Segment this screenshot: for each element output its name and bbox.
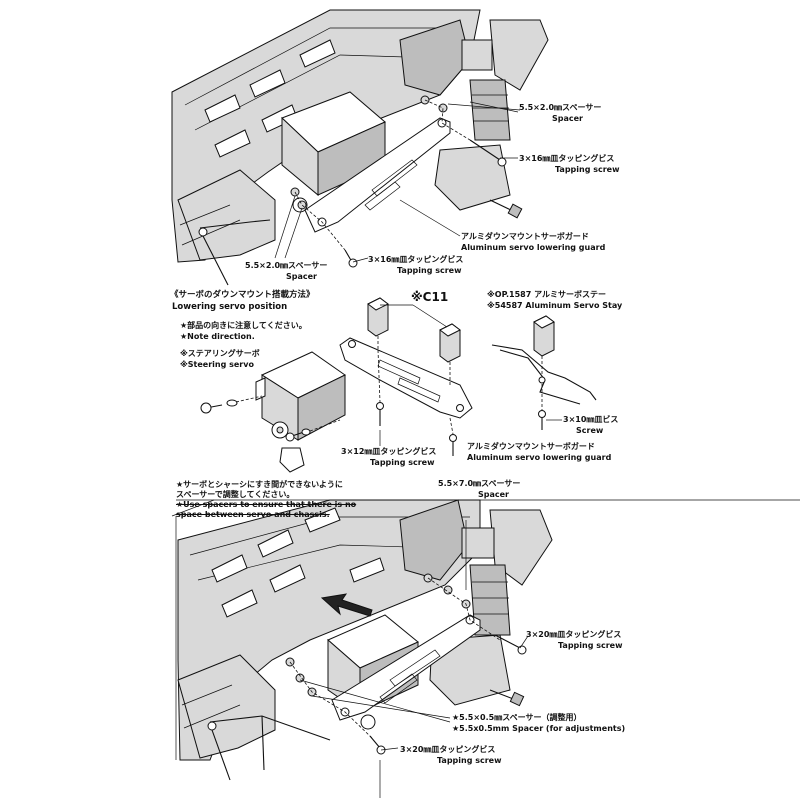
- top-screw-bottom-en: Tapping screw: [397, 266, 462, 275]
- mid-screw10-jp: 3×10㎜皿ビス: [563, 415, 619, 424]
- mid-screw-12-left: [376, 402, 384, 426]
- bottom-screw20-bottom-en: Tapping screw: [437, 756, 502, 765]
- bottom-spacer05-en: ★5.5x0.5mm Spacer (for adjustments): [452, 724, 626, 733]
- mid-screw12-en: Tapping screw: [370, 458, 435, 467]
- top-guard-en: Aluminum servo lowering guard: [461, 243, 606, 252]
- mid-screw12-jp: 3×12㎜皿タッピングビス: [341, 447, 437, 456]
- bottom-chassis-illustration: [171, 499, 800, 798]
- top-spacer-right-jp: 5.5×2.0㎜スペーサー: [519, 103, 602, 112]
- middle-exploded-view: [200, 297, 597, 473]
- top-guard-jp: アルミダウンマウントサーボガード: [461, 232, 589, 241]
- note-direction-en: ★Note direction.: [180, 332, 255, 341]
- bottom-screw-bottom: [369, 735, 386, 755]
- note-direction-jp: ★部品の向きに注意してください。: [180, 321, 307, 330]
- bottom-screw20-bottom-jp: 3×20㎜皿タッピングビス: [400, 745, 496, 754]
- bottom-screw20-right-jp: 3×20㎜皿タッピングビス: [526, 630, 622, 639]
- mid-guard-en: Aluminum servo lowering guard: [467, 453, 612, 462]
- caution-en-1: ★Use spacers to ensure that there is no: [176, 500, 357, 509]
- top-spacer-right-en: Spacer: [552, 114, 583, 123]
- top-spacer-left-en: Spacer: [286, 272, 317, 281]
- top-screw-right-en: Tapping screw: [555, 165, 620, 174]
- middle-title-en: Lowering servo position: [172, 302, 288, 312]
- bottom-spacer05-jp: ★5.5×0.5㎜スペーサー（調整用）: [452, 713, 582, 722]
- bottom-screw20-right-en: Tapping screw: [558, 641, 623, 650]
- steering-servo-en: ※Steering servo: [180, 360, 254, 369]
- top-screw-bottom-jp: 3×16㎜皿タッピングビス: [368, 255, 464, 264]
- top-screw-right-jp: 3×16㎜皿タッピングビス: [519, 154, 615, 163]
- steering-servo-jp: ※ステアリングサーボ: [180, 349, 260, 358]
- caution-jp-1: ★サーボとシャーシにすき間ができないように: [176, 480, 343, 489]
- top-spacer-left-jp: 5.5×2.0㎜スペーサー: [245, 261, 328, 270]
- caution-jp-2: スペーサーで調整してください。: [176, 490, 295, 499]
- part-code-c11: ※C11: [411, 290, 449, 304]
- mid-guard-jp: アルミダウンマウントサーボガード: [467, 442, 595, 451]
- bottom-spacer7-en: Spacer: [478, 490, 509, 499]
- mid-screw10-en: Screw: [576, 426, 604, 435]
- caution-en-2: space between servo and chassis.: [176, 510, 330, 519]
- top-chassis-illustration: [171, 9, 549, 286]
- top-screw-bottom: [344, 249, 358, 268]
- op-part-en: ※54587 Aluminum Servo Stay: [487, 301, 623, 310]
- op-part-jp: ※OP.1587 アルミサーボステー: [487, 290, 606, 299]
- middle-title-jp: 《サーボのダウンマウント搭載方法》: [170, 290, 315, 300]
- bottom-spacer7-jp: 5.5×7.0㎜スペーサー: [438, 479, 521, 488]
